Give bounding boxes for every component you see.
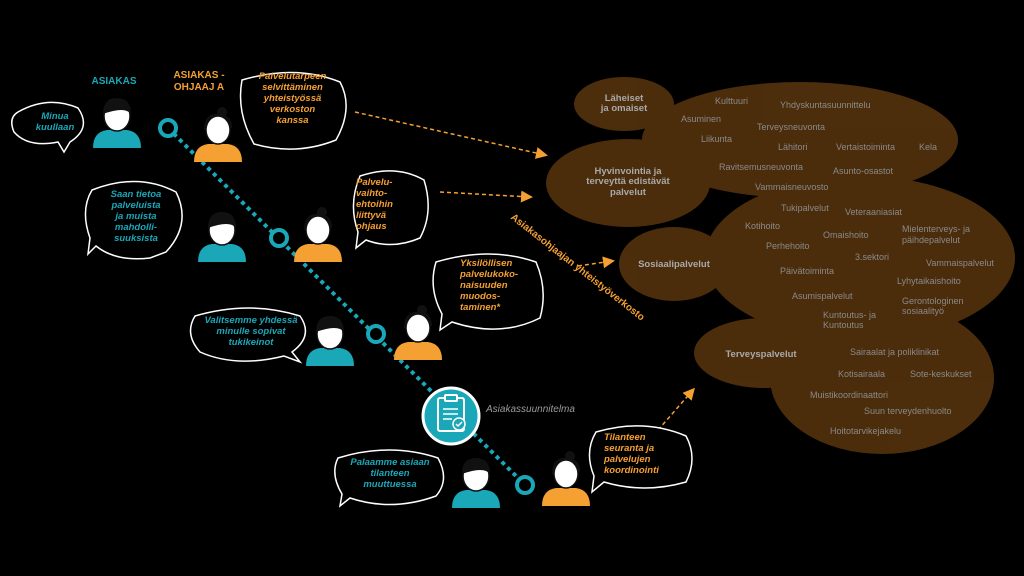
service-item: Asuminen [681, 114, 721, 124]
service-item: Vammaispalvelut [926, 258, 994, 268]
text-line: ja omaiset [582, 104, 666, 114]
service-item: Omaishoito [823, 230, 869, 240]
service-item: Liikunta [701, 134, 732, 144]
arrow-1 [355, 112, 545, 155]
service-item: Asumispalvelut [792, 291, 853, 301]
arrow-4 [658, 390, 693, 430]
customer-bubble-4-text: Palaamme asiaan tilanteen muuttuessa [340, 458, 440, 491]
service-item: Mielenterveys- ja [902, 224, 970, 234]
customer-avatar-4 [452, 458, 500, 508]
text-line: palvelut [568, 188, 688, 198]
arrow-2 [440, 192, 530, 197]
service-item: Ravitsemusneuvonta [719, 162, 803, 172]
service-item: Kela [919, 142, 937, 152]
service-item: Vertaistoiminta [836, 142, 895, 152]
advisor-bubble-4-text: Tilanteen seuranta ja palvelujen koordin… [604, 433, 684, 477]
service-item: Gerontologinen [902, 296, 964, 306]
service-item: Yhdyskuntasuunnittelu [780, 100, 871, 110]
service-item: Sote-keskukset [910, 369, 972, 379]
service-item: Terveysneuvonta [757, 122, 825, 132]
advisor-header-line1: ASIAKAS - [163, 70, 235, 82]
advisor-header-line2: OHJAAJ A [163, 82, 235, 94]
customer-avatar-2 [198, 212, 246, 262]
customer-bubble-3-text: Valitsemme yhdessä minulle sopivat tukik… [196, 316, 306, 349]
text-line: kuullaan [20, 123, 90, 134]
advisor-avatar-1 [194, 107, 242, 162]
text-line: tukikeinot [196, 338, 306, 349]
advisor-bubble-1-text: Palvelutarpeen selvittäminen yhteistyöss… [245, 72, 340, 127]
text-line: ohjaus [356, 222, 418, 233]
text-line: muuttuessa [340, 480, 440, 491]
service-item: 3.sektori [855, 252, 889, 262]
service-item: Muistikoordinaattori [810, 390, 888, 400]
text-line: koordinointi [604, 466, 684, 477]
customer-bubble-2-text: Saan tietoa palveluista ja muista mahdol… [96, 190, 176, 245]
advisor-bubble-2-text: Palvelu- vaihto- ehtoihin liittyvä ohjau… [356, 178, 418, 233]
service-item: Kuntoutus- ja [823, 310, 876, 320]
advisor-header: ASIAKAS - OHJAAJ A [163, 70, 235, 93]
service-item: Perhehoito [766, 241, 810, 251]
advisor-avatar-3 [394, 305, 442, 360]
text-line: kanssa [245, 116, 340, 127]
service-item: Suun terveydenhuolto [864, 406, 952, 416]
service-item: Asunto-osastot [833, 166, 893, 176]
service-item: Lyhytaikaishoito [897, 276, 961, 286]
service-item: Kotisairaala [838, 369, 885, 379]
customer-header: ASIAKAS [78, 76, 150, 88]
customer-avatar-1 [93, 98, 141, 148]
advisor-avatar-4 [542, 451, 590, 506]
service-item: Päivätoiminta [780, 266, 834, 276]
service-item: päihdepalvelut [902, 235, 960, 245]
customer-avatar-3 [306, 316, 354, 366]
service-item: Vammaisneuvosto [755, 182, 828, 192]
cluster-laheiset: Läheiset ja omaiset [582, 94, 666, 115]
plan-label: Asiakassuunnitelma [486, 404, 575, 416]
cluster-terveys: Terveyspalvelut [706, 350, 816, 360]
customer-bubbles [12, 102, 444, 506]
service-item: Sairaalat ja poliklinikat [850, 347, 939, 357]
service-item: Tukipalvelut [781, 203, 829, 213]
service-item: Kotihoito [745, 221, 780, 231]
service-item: Kulttuuri [715, 96, 748, 106]
customer-bubble-1-text: Minua kuullaan [20, 112, 90, 134]
plan-icon [423, 388, 479, 444]
service-item: sosiaalityö [902, 306, 944, 316]
advisor-avatar-2 [294, 207, 342, 262]
cluster-sosiaali: Sosiaalipalvelut [622, 260, 726, 270]
service-item: Lähitori [778, 142, 808, 152]
text-line: taminen* [460, 303, 540, 314]
service-item: Veteraaniasiat [845, 207, 902, 217]
cluster-hyvinvointi: Hyvinvointia ja terveyttä edistävät palv… [568, 167, 688, 198]
service-item: Kuntoutus [823, 320, 864, 330]
advisor-bubble-3-text: Yksilöllisen palvelukoko- naisuuden muod… [460, 259, 540, 314]
service-item: Hoitotarvikejakelu [830, 426, 901, 436]
text-line: suuksista [96, 234, 176, 245]
